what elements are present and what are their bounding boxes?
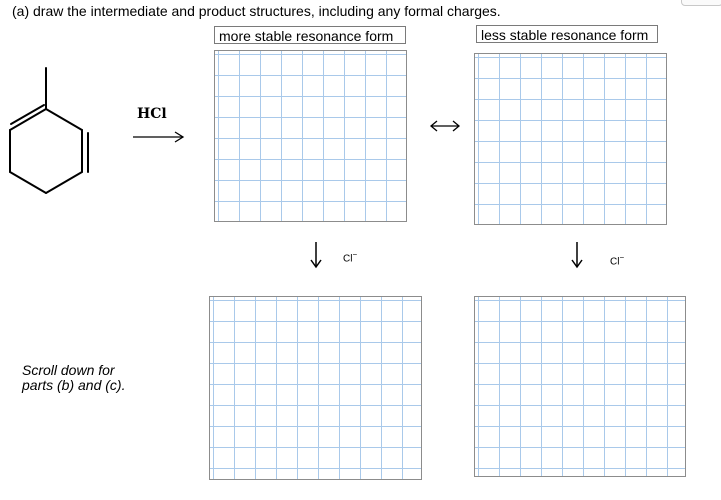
product-1-drawing-area[interactable] (209, 296, 422, 480)
chloride-ion-label: Cl− (343, 250, 358, 265)
less-stable-drawing-area[interactable] (474, 53, 667, 225)
more-stable-drawing-area[interactable] (214, 50, 407, 222)
less-stable-label: less stable resonance form (476, 25, 658, 43)
down-arrow-icon (310, 242, 322, 269)
window-corner-tab (681, 0, 721, 6)
scroll-note-line-1: Scroll down for (22, 362, 115, 378)
scroll-note-line-2: parts (b) and (c). (22, 377, 126, 393)
question-text: (a) draw the intermediate and product st… (12, 3, 501, 19)
scroll-note: Scroll down for parts (b) and (c). (22, 363, 125, 393)
methylcyclohexene-structure (9, 67, 89, 194)
reaction-arrow-icon (133, 131, 185, 143)
chloride-ion-label: Cl− (610, 253, 625, 268)
product-2-drawing-area[interactable] (474, 296, 686, 477)
reagent-label: HCl (137, 106, 167, 122)
resonance-arrow-icon (429, 120, 461, 132)
more-stable-label: more stable resonance form (214, 26, 406, 44)
down-arrow-icon (571, 242, 583, 269)
